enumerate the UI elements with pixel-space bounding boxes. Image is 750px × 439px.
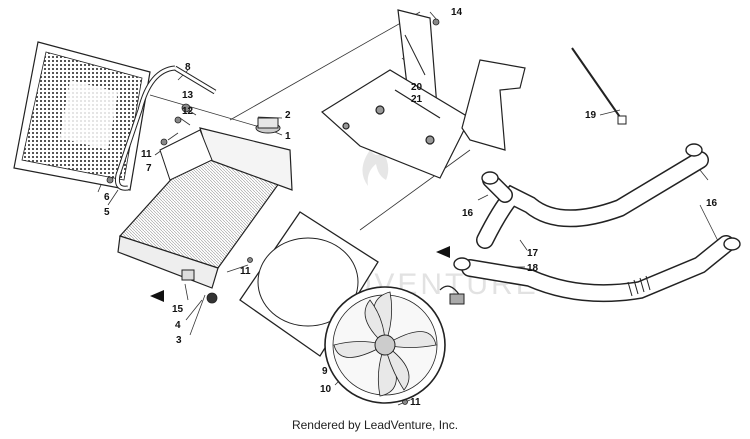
callout-20: 20 (411, 82, 423, 93)
callout-8: 8 (185, 62, 191, 73)
callout-17: 17 (527, 248, 539, 259)
callout-5: 5 (104, 207, 110, 218)
direction-arrows (150, 246, 450, 302)
coolant-hoses (461, 151, 735, 303)
callout-12: 12 (182, 106, 194, 117)
cable-tie (571, 47, 627, 125)
callout-7: 7 (146, 163, 152, 174)
fan-shroud (239, 211, 379, 357)
radiator-screen (13, 41, 151, 191)
callout-16a: 16 (462, 208, 474, 219)
hose-clamps (453, 143, 741, 271)
callout-9: 9 (322, 366, 328, 377)
callout-2: 2 (285, 110, 291, 121)
callout-4: 4 (175, 320, 181, 331)
overflow-hose (115, 65, 217, 191)
callout-18: 18 (527, 263, 539, 274)
callout-14: 14 (451, 7, 463, 18)
callout-3: 3 (176, 335, 182, 346)
mounting-bracket (321, 9, 526, 179)
callout-10: 10 (320, 384, 332, 395)
callout-15: 15 (172, 304, 184, 315)
callout-19: 19 (585, 110, 597, 121)
callout-11c: 11 (410, 397, 421, 408)
callout-13: 13 (182, 90, 194, 101)
callout-11b: 11 (240, 266, 251, 277)
radiator (117, 127, 293, 289)
callout-16b: 16 (706, 198, 718, 209)
callout-labels: 1 2 3 4 5 6 7 8 9 10 11 11 11 12 13 14 1… (104, 7, 718, 408)
footer-credit: Rendered by LeadVenture, Inc. (291, 418, 459, 432)
callout-1: 1 (285, 131, 291, 142)
callout-6: 6 (104, 192, 110, 203)
cooling-fan (324, 285, 465, 404)
radiator-cap (255, 117, 281, 134)
callout-21: 21 (411, 94, 423, 105)
callout-11a: 11 (141, 149, 152, 160)
